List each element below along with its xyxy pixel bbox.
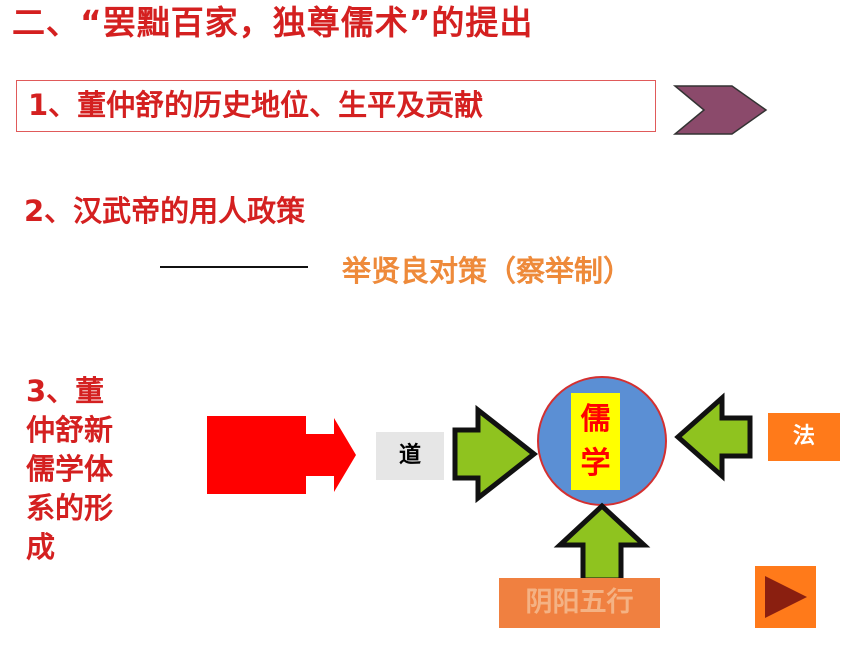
label-dao: 道	[376, 432, 444, 480]
play-button[interactable]	[755, 566, 816, 628]
item2-text: 2、汉武帝的用人政策	[24, 194, 306, 228]
chevron-right-icon	[672, 85, 768, 135]
label-fa: 法	[768, 413, 840, 461]
bottom-green-arrow	[553, 502, 651, 583]
ruxue-char-2: 学	[580, 445, 611, 481]
item3-text: 3、董 仲舒新 儒学体 系的形 成	[26, 374, 114, 564]
ruxue-char-1: 儒	[580, 401, 611, 437]
divider-line	[160, 266, 308, 268]
item1-text: 1、董仲舒的历史地位、生平及贡献	[28, 88, 484, 122]
next-slide-button[interactable]	[675, 86, 767, 134]
item1-link-box[interactable]	[16, 80, 656, 132]
play-icon	[765, 576, 807, 618]
left-green-arrow	[452, 404, 539, 504]
red-arrow-head	[306, 418, 356, 492]
right-green-arrow	[674, 392, 753, 482]
item2-subtext: 举贤良对策（察举制）	[342, 254, 633, 288]
ruxue-label: 儒 学	[571, 393, 620, 490]
label-yinyang-wuxing: 阴阳五行	[499, 578, 660, 628]
slide-title: 二、“罢黜百家，独尊儒术”的提出	[12, 3, 534, 42]
red-arrow-body	[207, 416, 306, 494]
